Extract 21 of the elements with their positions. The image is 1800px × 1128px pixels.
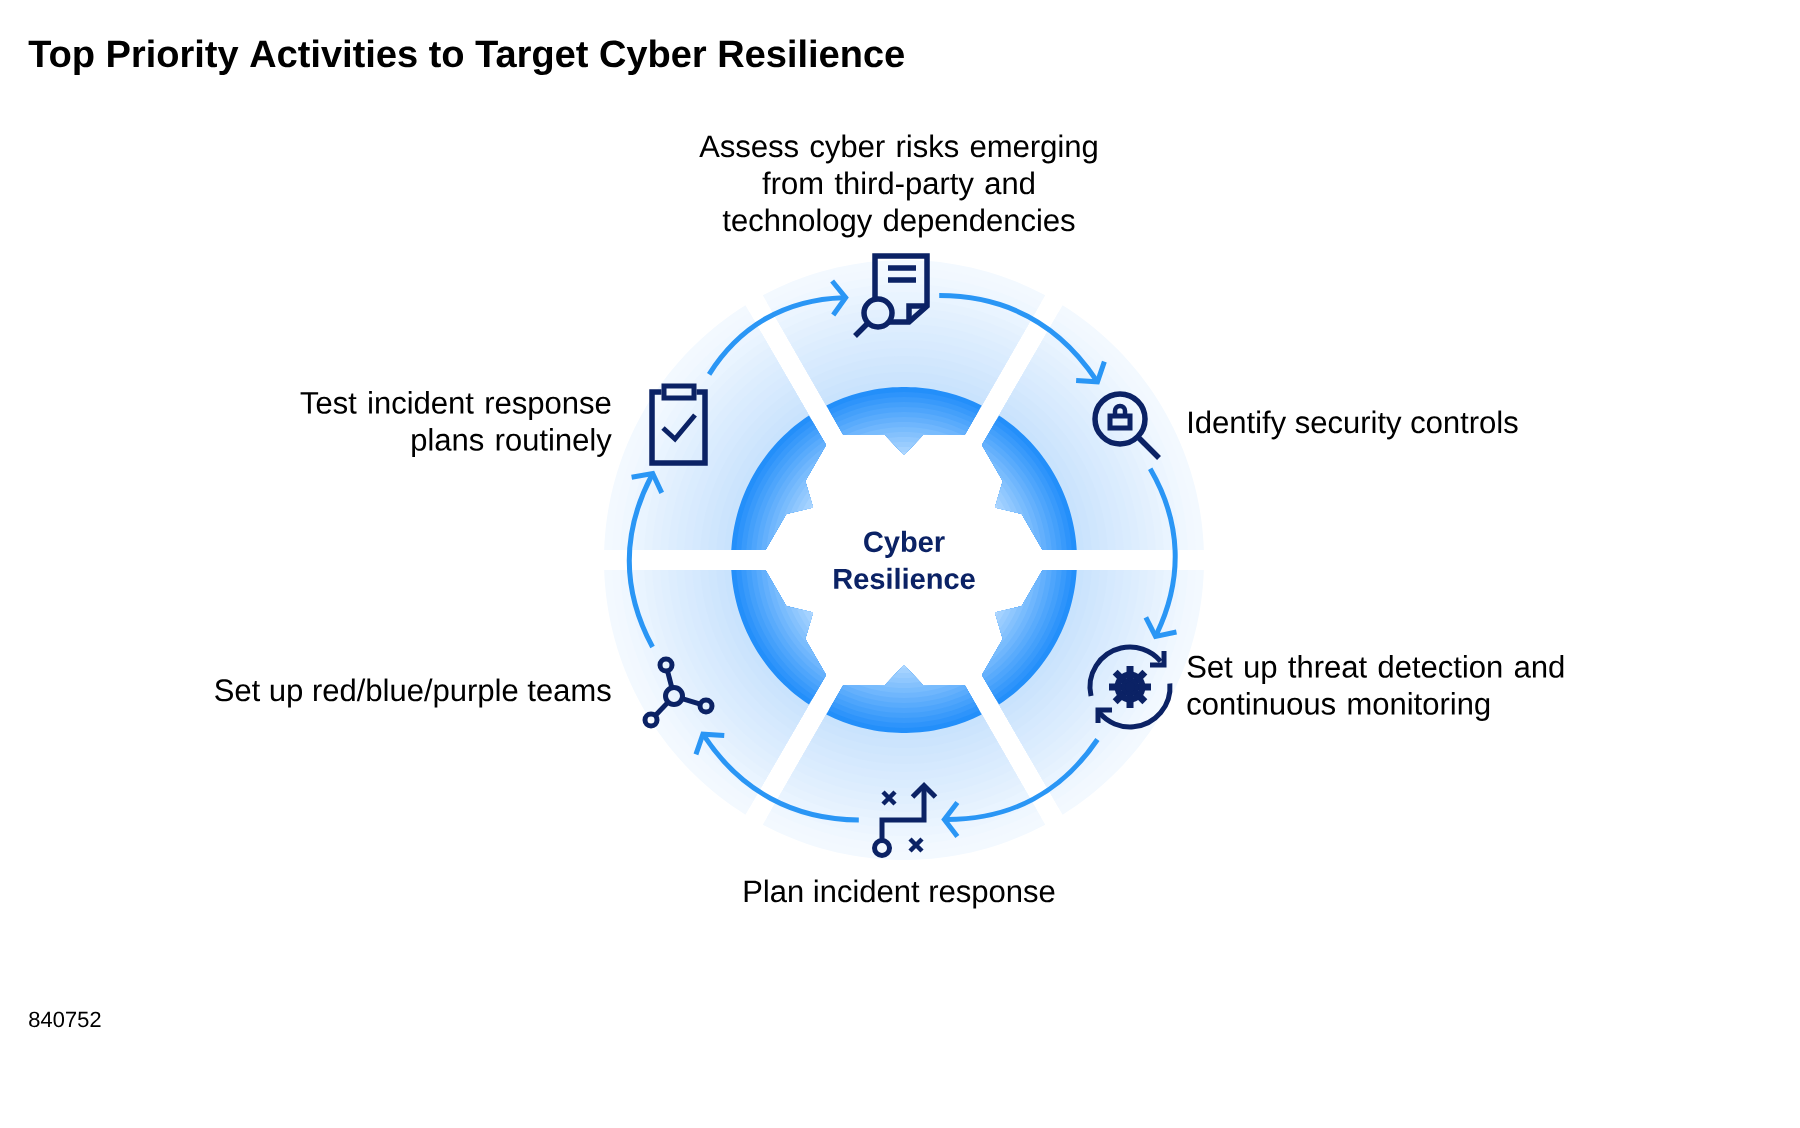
activity-label: Set up threat detection and continuous monitoring — [1187, 655, 1564, 721]
curved-arrow — [693, 731, 859, 823]
activity-label: Assess cyber risks emerging from third-party and technology dependencies — [699, 134, 1097, 238]
network-nodes-icon — [642, 656, 715, 729]
activity-label: Identify security controls — [1189, 410, 1518, 440]
document-magnifier-icon — [853, 253, 930, 338]
curved-arrow — [707, 279, 849, 376]
curved-arrow — [1143, 467, 1178, 640]
reference-number: 840752 — [29, 1011, 101, 1028]
path-arrow-icon — [872, 781, 938, 858]
curved-arrow — [939, 293, 1107, 385]
lock-magnifier-icon — [1092, 391, 1161, 460]
activity-label: Plan incident response — [744, 879, 1055, 909]
center-label: Cyber Resilience — [834, 530, 975, 590]
clipboard-check-icon — [649, 383, 708, 466]
activity-label: Set up red/blue/purple teams — [215, 678, 611, 708]
activity-label: Test incident response plans routinely — [300, 391, 612, 457]
curved-arrow — [941, 738, 1100, 838]
gear-refresh-icon — [1087, 644, 1173, 730]
title: Top Priority Activities to Target Cyber Resilience — [28, 39, 904, 76]
curved-arrow — [627, 470, 664, 649]
